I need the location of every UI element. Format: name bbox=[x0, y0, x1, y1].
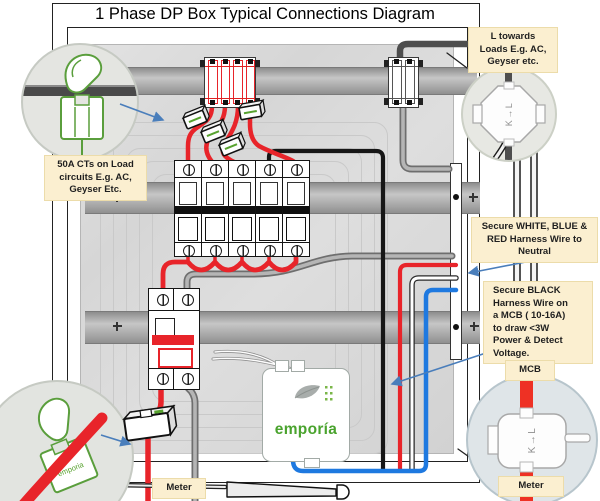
small-ct-clamp bbox=[181, 103, 210, 130]
label-secure-black: Secure BLACK Harness Wire on a MCB ( 10-… bbox=[483, 281, 593, 365]
small-ct-clamp bbox=[237, 98, 266, 121]
cable-connector bbox=[336, 484, 350, 500]
panel-reflection-frame bbox=[113, 135, 375, 441]
monitor-port bbox=[275, 360, 289, 372]
panel-reflection-frame bbox=[100, 122, 388, 454]
rail-screw bbox=[469, 321, 479, 331]
label-meter-main-ct: Meter bbox=[498, 476, 564, 497]
arrow-to-small-cts bbox=[119, 103, 165, 122]
page-title: 1 Phase DP Box Typical Connections Diagr… bbox=[95, 5, 435, 23]
main-dp-breaker bbox=[148, 288, 200, 390]
arrow-to-black-wire bbox=[390, 351, 490, 387]
small-ct-clamp bbox=[217, 130, 246, 157]
neutral-bar bbox=[450, 163, 462, 360]
meter-main-ct-clamp bbox=[122, 404, 178, 442]
arrow-to-meter-ct bbox=[100, 434, 132, 447]
leaf-icon bbox=[294, 385, 333, 401]
neutral-bar-screw bbox=[453, 194, 459, 200]
monitor-bottom-port bbox=[304, 458, 320, 468]
red-toggle-handle bbox=[152, 335, 194, 345]
rail-screw bbox=[468, 192, 478, 202]
red-toggle-frame bbox=[158, 348, 193, 368]
callout-arrows bbox=[100, 103, 552, 447]
white-harness-wire bbox=[409, 275, 459, 473]
label-mcb: MCB bbox=[505, 360, 555, 381]
neutral-bar-screw bbox=[453, 324, 459, 330]
monitor-port bbox=[291, 360, 305, 372]
label-secure-neutral: Secure WHITE, BLUE & RED Harness Wire to… bbox=[471, 217, 598, 263]
ct-direction-marking: K→L bbox=[527, 427, 538, 454]
mcb-breaker bbox=[228, 160, 256, 257]
label-meter-wires: Meter bbox=[152, 478, 206, 499]
load-ct-circle: K→L bbox=[461, 66, 557, 162]
emporia-monitor: emporía bbox=[262, 360, 350, 468]
mcb-breaker bbox=[282, 160, 310, 257]
ct-direction-marking: K→L bbox=[504, 102, 514, 127]
small-ct-clamp bbox=[199, 117, 228, 144]
load-wire-top bbox=[396, 40, 474, 63]
label-l-towards-loads: L towards Loads E.g. AC, Geyser etc. bbox=[468, 27, 558, 73]
mcb-breaker bbox=[255, 160, 283, 257]
ct-body: emporia bbox=[39, 436, 99, 494]
clamped-red-wire bbox=[19, 412, 108, 501]
emporia-logo: emporía bbox=[274, 421, 338, 438]
panel-reflection-frame bbox=[126, 148, 362, 428]
gray-terminal-block bbox=[384, 57, 423, 108]
blue-harness-wire bbox=[290, 287, 459, 474]
label-50a-cts: 50A CTs on Load circuits E.g. AC, Geyser… bbox=[44, 155, 147, 201]
rail-screw bbox=[112, 321, 122, 331]
ct-clamp-jaw bbox=[37, 397, 71, 442]
black-harness-wire bbox=[266, 148, 386, 473]
red-terminal-block bbox=[200, 57, 260, 108]
